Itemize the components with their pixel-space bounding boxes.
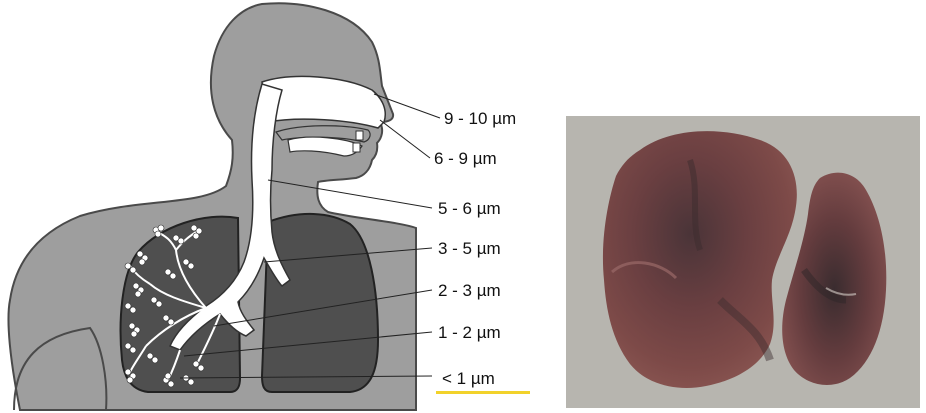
size-label: 2 - 3 µm <box>438 281 501 300</box>
tooth-lower <box>353 143 360 152</box>
size-label: 5 - 6 µm <box>438 199 501 218</box>
size-label: < 1 µm <box>442 369 495 388</box>
tooth-upper <box>356 131 363 140</box>
size-label: 9 - 10 µm <box>444 109 516 128</box>
size-label: 1 - 2 µm <box>438 323 501 342</box>
highlight-underline <box>436 391 530 394</box>
respiratory-diagram <box>8 3 440 410</box>
lung-photo <box>566 116 920 408</box>
size-label: 6 - 9 µm <box>434 149 497 168</box>
size-label: 3 - 5 µm <box>438 239 501 258</box>
particle-size-labels: 9 - 10 µm 6 - 9 µm 5 - 6 µm 3 - 5 µm 2 -… <box>434 109 516 388</box>
right-lung <box>262 214 378 392</box>
